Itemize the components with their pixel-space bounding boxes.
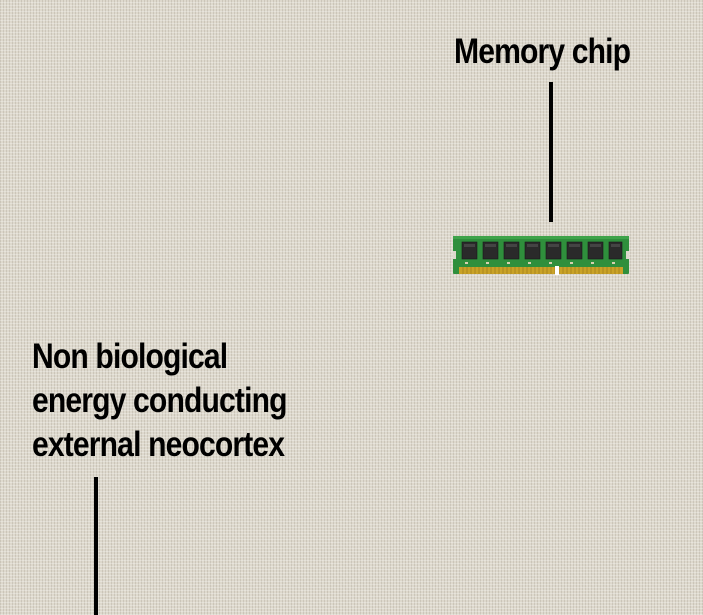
neocortex-label: Non biological energy conducting externa… [32,335,288,467]
neocortex-label-line-3: external neocortex [32,425,285,464]
neocortex-pointer-line [94,477,98,615]
neocortex-label-line-2: energy conducting [32,381,288,420]
memory-chip-label-text: Memory chip [454,32,631,71]
memory-chip-label: Memory chip [454,30,631,74]
memory-chip-pointer-line [549,82,553,222]
neocortex-label-line-1: Non biological [32,337,228,376]
ram-module-icon [453,236,629,275]
